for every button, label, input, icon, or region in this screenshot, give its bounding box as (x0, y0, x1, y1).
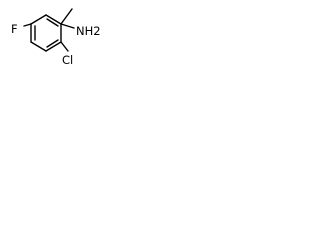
ring-bond-bottom-right (45, 41, 62, 52)
benzene-ring (30, 14, 62, 52)
ring-double-bond-bottom-right (46, 39, 59, 48)
amine-bond (60, 23, 75, 29)
methyl-bond (60, 8, 73, 25)
molecule-diagram: NH2 F Cl (0, 0, 107, 76)
fluoro-label: F (11, 22, 18, 36)
chloro-bond (60, 41, 69, 52)
ring-bond-top (45, 14, 62, 25)
ring-double-bond-top (46, 18, 59, 27)
chloro-label: Cl (62, 53, 73, 67)
molecule-structure: NH2 F Cl (11, 8, 101, 67)
ring-bond-bottom-left (30, 41, 47, 52)
ring-bond-top-left (30, 14, 47, 25)
fluoro-bond (23, 23, 32, 27)
amine-label: NH2 (76, 24, 101, 38)
